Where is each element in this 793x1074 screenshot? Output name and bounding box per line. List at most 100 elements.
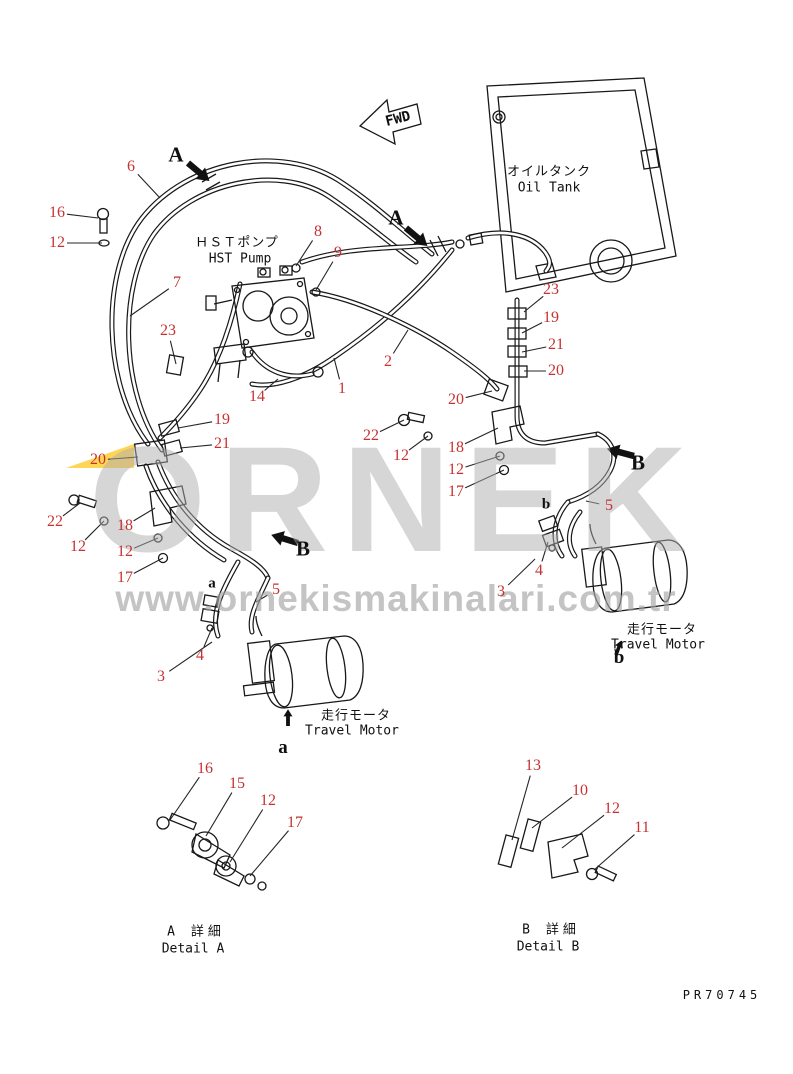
part-callout-12: 12 xyxy=(117,543,133,560)
part-callout-16: 16 xyxy=(197,760,213,777)
travel-motor-a-label-en: Travel Motor xyxy=(305,723,399,739)
fittings-and-clamps xyxy=(68,173,565,632)
part-callout-18: 18 xyxy=(117,517,133,534)
part-callout-21: 21 xyxy=(214,435,230,452)
leader-line-19 xyxy=(521,322,543,334)
part-callout-21: 21 xyxy=(548,336,564,353)
ref-letter-b: b xyxy=(613,647,625,668)
part-callout-10: 10 xyxy=(572,782,588,799)
part-callout-12: 12 xyxy=(70,538,86,555)
leader-line-1 xyxy=(333,357,341,380)
leader-line-18 xyxy=(133,507,156,522)
leader-line-22 xyxy=(62,502,81,517)
part-callout-12: 12 xyxy=(604,800,620,817)
leader-line-23 xyxy=(523,295,544,313)
leader-line-12 xyxy=(229,809,264,863)
part-callout-20: 20 xyxy=(548,362,564,379)
leader-line-7 xyxy=(129,288,170,317)
part-callout-22: 22 xyxy=(363,427,379,444)
part-callout-19: 19 xyxy=(543,309,559,326)
part-callout-17: 17 xyxy=(287,814,303,831)
part-callout-3: 3 xyxy=(157,668,165,685)
leader-line-14 xyxy=(264,378,279,391)
detail-a-label-en: Detail A xyxy=(161,941,225,957)
leader-line-5 xyxy=(585,500,600,505)
leader-line-18 xyxy=(464,427,499,445)
part-callout-1: 1 xyxy=(338,380,346,397)
leader-line-16 xyxy=(169,776,200,821)
travel-motor-a-label-jp: 走行モータ xyxy=(320,708,392,724)
part-callout-17: 17 xyxy=(117,569,133,586)
travel-motor-b-drawing xyxy=(581,523,688,613)
part-callout-4: 4 xyxy=(535,562,543,579)
leader-line-13 xyxy=(511,775,531,841)
leader-line-12 xyxy=(408,435,429,451)
ref-letter-b: b xyxy=(541,496,551,513)
part-callout-20: 20 xyxy=(90,451,106,468)
leader-line-21 xyxy=(521,346,547,353)
leader-line-12 xyxy=(84,520,105,541)
leader-line-17 xyxy=(464,469,505,489)
part-callout-14: 14 xyxy=(249,388,265,405)
part-callout-13: 13 xyxy=(525,757,541,774)
leader-line-4 xyxy=(541,541,549,562)
leader-line-5 xyxy=(255,594,268,603)
leader-line-6 xyxy=(137,173,161,199)
leader-line-20 xyxy=(107,456,139,460)
highlight-mark xyxy=(66,444,134,468)
ref-letter-a: a xyxy=(278,737,288,758)
part-callout-12: 12 xyxy=(448,461,464,478)
leader-line-3 xyxy=(507,558,536,586)
hst-pump-label-jp: ＨＳＴポンプ xyxy=(195,235,279,251)
part-callout-9: 9 xyxy=(334,244,342,261)
leader-line-9 xyxy=(315,261,334,291)
part-callout-11: 11 xyxy=(634,819,650,836)
part-callout-7: 7 xyxy=(173,274,181,291)
leader-line-12 xyxy=(561,814,605,849)
part-callout-8: 8 xyxy=(314,223,322,240)
leader-line-8 xyxy=(295,240,314,267)
detail-b-label-jp: B 詳細 xyxy=(522,922,580,938)
oil-tank-label-jp: オイルタンク xyxy=(506,164,592,180)
part-callout-17: 17 xyxy=(448,483,464,500)
part-callout-20: 20 xyxy=(448,391,464,408)
motor-a-pointer-arrow xyxy=(283,709,293,726)
leader-line-21 xyxy=(179,444,213,449)
part-callout-12: 12 xyxy=(49,234,65,251)
leader-line-10 xyxy=(531,796,573,829)
detail-a-label-jp: A 詳細 xyxy=(167,924,225,940)
leader-line-17 xyxy=(249,830,289,877)
detail-b-assembly xyxy=(497,818,618,882)
leader-line-4 xyxy=(203,627,213,648)
travel-motor-b-label-en: Travel Motor xyxy=(611,637,705,653)
leader-line-2 xyxy=(392,329,409,354)
leader-line-3 xyxy=(168,641,213,672)
leader-line-16 xyxy=(66,213,99,219)
part-callout-3: 3 xyxy=(497,583,505,600)
leader-line-11 xyxy=(593,834,635,871)
drawing-number: PR70745 xyxy=(682,988,762,1002)
ref-letter-a: a xyxy=(208,575,216,592)
hst-pump-label-en: HST Pump xyxy=(208,251,272,267)
leader-line-12 xyxy=(133,537,159,549)
oil-tank-drawing xyxy=(486,77,677,293)
leader-lines xyxy=(62,173,635,877)
detail-a-assembly xyxy=(156,812,267,891)
travel-motor-a-drawing xyxy=(242,615,364,709)
part-callout-6: 6 xyxy=(127,158,135,175)
leader-line-22 xyxy=(379,419,405,433)
view-letter-B: B xyxy=(630,450,646,475)
part-callout-2: 2 xyxy=(384,353,392,370)
part-callout-15: 15 xyxy=(229,775,245,792)
leader-line-17 xyxy=(133,557,164,574)
leader-line-20 xyxy=(465,390,493,399)
part-callout-18: 18 xyxy=(448,439,464,456)
part-callout-16: 16 xyxy=(49,204,65,221)
view-letter-A: A xyxy=(168,142,184,167)
leader-line-12 xyxy=(465,455,501,468)
part-callout-23: 23 xyxy=(543,281,559,298)
view-letter-A: A xyxy=(388,205,404,230)
part-callout-5: 5 xyxy=(605,497,613,514)
